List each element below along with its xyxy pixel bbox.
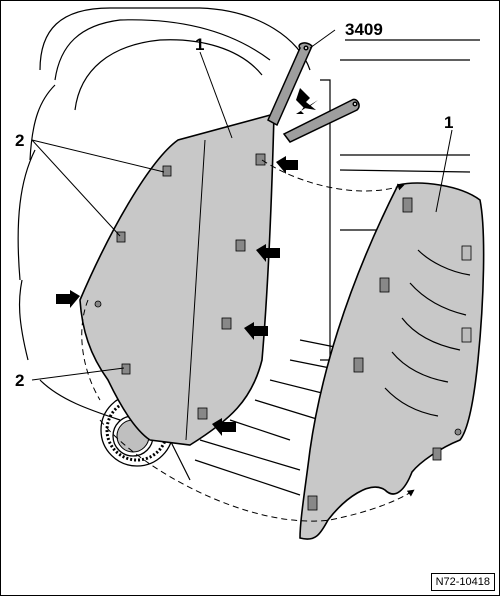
clip-icon-detached [307, 197, 472, 511]
figure-id: N72-10418 [430, 573, 495, 591]
assembly-lines [81, 159, 415, 522]
callout-clips-upper: 2 [15, 131, 24, 150]
callout-clips-lower: 2 [15, 371, 24, 390]
clip-icon [94, 153, 266, 420]
callout-trim-panel: 1 [195, 35, 204, 54]
arrow-icon [256, 244, 280, 262]
leader-lines [31, 29, 453, 381]
trim-panel-fitted-edge [185, 139, 206, 441]
arrow-icon [56, 290, 80, 308]
trim-panel-detached [299, 182, 485, 540]
removal-tool-3409 [267, 42, 360, 143]
callout-tool: 3409 [345, 20, 383, 39]
callout-trim-panel-detached: 1 [444, 113, 453, 132]
arrow-icon [212, 418, 236, 436]
trim-panel-fitted [79, 112, 275, 446]
arrow-icon [276, 156, 298, 174]
arrow-icon [296, 88, 316, 110]
panel-ribs [384, 249, 471, 417]
arrow-icon [244, 322, 268, 340]
direction-arrows [56, 88, 318, 436]
